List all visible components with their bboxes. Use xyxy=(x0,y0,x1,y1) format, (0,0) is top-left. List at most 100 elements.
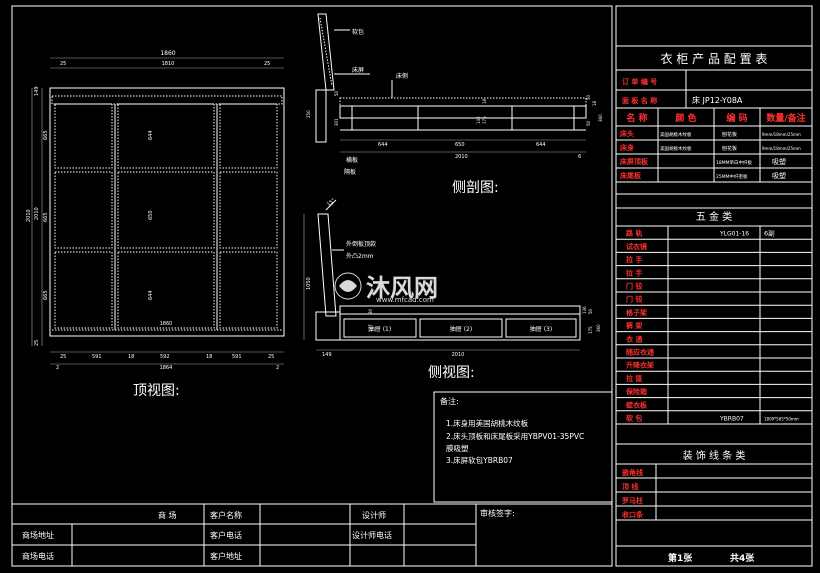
hardware-item-name: 保险箱 xyxy=(625,387,647,396)
config-series-value: 床 JP12-Y08A xyxy=(692,95,743,105)
hardware-item-name: 随应衣通 xyxy=(626,348,655,357)
watermark-text: 沐风网 xyxy=(366,274,438,302)
config-row-0-color: 美国胡桃木纹板 xyxy=(660,131,692,138)
tb-client-address: 客户地址 xyxy=(210,551,242,561)
top-view: 1860 25 1810 25 149 665 2010 665 2010 66… xyxy=(26,50,285,399)
dim-bottom-8: 1864 xyxy=(160,365,173,371)
hardware-item-name: 衣 通 xyxy=(626,334,643,343)
side-height: 1050 xyxy=(306,277,312,290)
trim-item-1: 顶 线 xyxy=(622,482,638,491)
side-angle: 15° xyxy=(326,197,337,208)
section-label-3: 横板 xyxy=(346,156,358,164)
hardware-item-name: 裤 架 xyxy=(625,321,642,330)
section-side-9: 360 xyxy=(598,114,603,122)
side-view-title: 侧视图: xyxy=(428,365,475,381)
dim-left-2: 2010 xyxy=(34,207,40,220)
dim-bottom-9: 2 xyxy=(276,365,279,371)
dim-left-4: 2010 xyxy=(26,209,32,222)
dim-top-mid: 1810 xyxy=(162,61,175,67)
config-row-0-qty: 9mm/18mm/25mm xyxy=(762,132,801,137)
section-side-2: 301 xyxy=(334,118,339,126)
trim-title: 装 饰 线 条 类 xyxy=(683,449,746,462)
side-side-5: 360 xyxy=(596,324,601,332)
config-row-2-name: 床屏顶板 xyxy=(620,157,649,166)
hardware-item-name: 试衣镜 xyxy=(626,242,647,251)
config-row-2-code: 18MM单白中纤板 xyxy=(716,159,752,166)
side-side-2: 136 xyxy=(582,306,587,314)
trim-list: 装 饰 线 条 类 嵌角线 顶 线 罗马柱 收口条 第1张 共4张 xyxy=(616,443,812,564)
section-side-1: 50 xyxy=(334,90,339,96)
hardware-item-name: 软 包 xyxy=(626,414,642,423)
tb-reviewer: 审核签字: xyxy=(480,508,515,518)
hardware-item-name: 门 铰 xyxy=(626,295,643,304)
section-label-0: 软包 xyxy=(352,28,364,36)
config-row-0-name: 床头 xyxy=(620,129,634,138)
section-side-5: 18 xyxy=(482,98,487,104)
tb-mall: 商 场 xyxy=(158,510,177,520)
tb-designer: 设计师 xyxy=(362,510,386,520)
section-label-2: 床侧 xyxy=(396,72,408,80)
title-block: 商 场 商场地址 商场电话 客户名称 客户电话 客户地址 设计师 设计师电话 审… xyxy=(11,503,613,567)
config-row-1-color: 美国胡桃木纹板 xyxy=(660,145,692,152)
config-header-0: 名 称 xyxy=(626,112,647,124)
watermark: 沐风网 www.mfcad.com xyxy=(334,272,438,304)
dim-left-5: 665 xyxy=(43,290,49,300)
dim-left-1: 665 xyxy=(43,130,49,140)
hardware-item-name: 壁衣板 xyxy=(626,400,648,409)
note-line-2: 膜吸塑 xyxy=(446,443,469,453)
trim-item-0: 嵌角线 xyxy=(622,468,643,477)
config-row-3-name: 床尾板 xyxy=(620,171,642,180)
side-side-1: 177 xyxy=(368,324,373,332)
hardware-item-name: 升降衣架 xyxy=(626,361,654,370)
dim-left-0: 149 xyxy=(34,86,40,96)
config-row-1-name: 床身 xyxy=(620,143,634,152)
side-label-0: 外倒板顶款 xyxy=(346,240,376,248)
hardware-item-name: 格子架 xyxy=(626,308,647,317)
table-border xyxy=(615,5,813,567)
section-dim-2: 644 xyxy=(536,142,546,148)
config-series-label: 面 板 名 称 xyxy=(622,96,657,105)
trim-item-3: 收口条 xyxy=(622,510,644,519)
dim-top-total: 1860 xyxy=(160,50,175,57)
dim-inner-3: 1860 xyxy=(160,321,173,327)
hardware-item-qty: 1809*565*50mm xyxy=(764,417,799,422)
section-dim-0: 644 xyxy=(378,142,388,148)
notes-box: 备注: 1.床身用美国胡桃木纹板 2.床头顶板和床尾板采用YBPV01-35PV… xyxy=(433,391,613,503)
section-dim-1: 650 xyxy=(455,142,465,148)
config-row-1-code: 刨花板 xyxy=(722,145,737,152)
config-header-2: 编 码 xyxy=(726,112,747,124)
dim-bottom-6: 25 xyxy=(268,354,274,360)
section-label-4: 隔板 xyxy=(344,168,356,176)
section-view-title: 侧剖图: xyxy=(452,180,499,196)
section-label-1: 床屏 xyxy=(352,66,364,74)
dim-bottom-3: 592 xyxy=(160,354,170,360)
sheet-border xyxy=(11,5,613,567)
sheet-page: 第1张 xyxy=(668,552,693,564)
side-side-4: 175 xyxy=(588,326,593,334)
hardware-item-code: YLG01-16 xyxy=(719,231,749,238)
dim-bottom-4: 18 xyxy=(206,354,212,360)
dim-bottom-1: 591 xyxy=(92,354,102,360)
config-title: 衣 柜 产 品 配 置 表 xyxy=(661,51,768,66)
side-view: 15° 外倒板顶款 外凸2mm 抽屉 (1) 抽屉 (2) 抽屉 (3) 105… xyxy=(303,197,601,381)
dim-bottom-5: 591 xyxy=(232,354,242,360)
sheet-total: 共4张 xyxy=(730,552,755,564)
dim-bottom-7: 2 xyxy=(56,365,59,371)
hardware-item-code: YBRB07 xyxy=(719,416,744,423)
notes-label: 备注: xyxy=(440,396,459,406)
side-dim-0: 149 xyxy=(322,352,332,358)
dim-inner-0: 644 xyxy=(148,130,154,140)
section-side-6: 50 xyxy=(586,94,591,100)
config-row-3-qty: 吸塑 xyxy=(772,171,786,180)
section-side-8: 50 xyxy=(586,120,591,126)
dim-bottom-0: 25 xyxy=(60,354,66,360)
watermark-sub: www.mfcad.com xyxy=(376,296,434,304)
note-line-0: 1.床身用美国胡桃木纹板 xyxy=(446,418,529,428)
config-table: 衣 柜 产 品 配 置 表 订 单 编 号 面 板 名 称 床 JP12-Y08… xyxy=(616,45,812,223)
config-row-1-qty: 9mm/18mm/25mm xyxy=(762,146,801,151)
side-side-3: 50 xyxy=(588,308,593,314)
side-dim-1: 2010 xyxy=(452,352,465,358)
section-side-4: 175 xyxy=(482,116,487,124)
